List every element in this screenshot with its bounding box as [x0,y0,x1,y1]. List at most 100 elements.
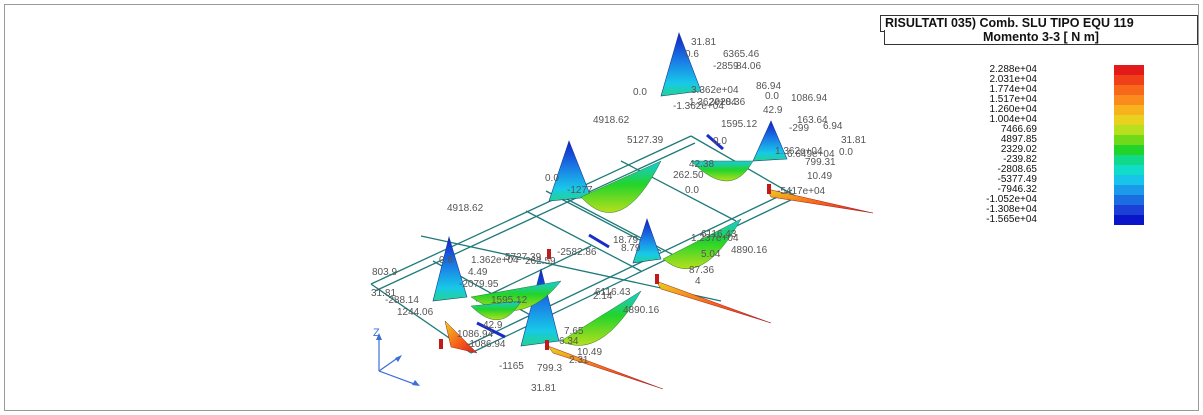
moment-value-label: -1.362e+04 [673,101,724,112]
moment-value-label: 31.81 [841,135,866,146]
moment-value-label: 0.0 [685,185,699,196]
moment-value-label: -1086.94 [466,339,506,350]
moment-value-label: 42.9 [763,105,783,116]
moment-value-label: 1244.06 [397,307,434,318]
moment-value-label: -2582.86 [557,247,597,258]
legend-value: -1.052e+04 [986,194,1037,205]
moment-value-label: 4890.16 [623,305,660,316]
support-marker [547,249,551,259]
moment-cantilever [655,280,772,324]
moment-value-label: 0.0 [713,136,727,147]
moment-value-label: 7.65 [564,326,584,337]
moment-value-label: 1595.12 [721,119,758,130]
moment-value-label: 1595.12 [491,295,528,306]
moment-value-label: -5417e+04 [777,186,826,197]
frame-member [560,195,682,260]
axis-triad: Z [373,327,420,386]
legend-swatch [1114,95,1144,105]
moment-peak [548,140,592,202]
moment-peak [432,235,468,302]
frame-member [470,196,798,354]
moment-value-label: 4918.62 [593,115,630,126]
moment-span [580,160,662,213]
moment-value-label: 31.81 [371,288,396,299]
legend-value: 2329.02 [1000,144,1037,155]
moment-value-label: 6.34 [559,336,579,347]
legend-value: -239.82 [1003,154,1037,165]
legend-swatch [1114,105,1144,115]
moment-value-label: 31.81 [531,383,556,394]
legend-swatch [1114,215,1144,225]
moment-value-label: 6116.43 [701,229,737,240]
moment-value-label: 4890.16 [731,245,768,256]
moment-value-label: 0.6 [439,255,453,266]
legend-value: -5377.49 [997,174,1037,185]
moment-cantilever [547,345,664,390]
moment-value-label: 5127.39 [627,135,664,146]
moment-value-label: 262.50 [673,170,704,181]
legend-value: -7946.32 [997,184,1037,195]
moment-span [470,300,522,321]
legend-value: -1.565e+04 [986,214,1037,225]
legend-value: 1.260e+04 [989,104,1037,115]
moment-value-label: 1.237e+04 [691,233,739,244]
frame-member [374,142,696,292]
moment-value-label: 2.31 [569,355,589,366]
legend-swatch [1114,125,1144,135]
moment-value-label: -288.14 [385,295,419,306]
moment-value-label: 6365.46 [723,49,760,60]
legend-value: 1.774e+04 [989,84,1037,95]
moment-value-label: 2.14 [593,291,613,302]
support-marker [767,184,771,194]
moment-value-label: 18.79 [613,235,638,246]
moment-value-label: 6116.43 [595,287,631,298]
moment-peak [632,218,662,264]
moment-value-label: 86.94 [756,81,781,92]
legend-value: 2.288e+04 [989,64,1037,75]
moment-value-label: 5.04 [701,249,721,260]
legend-swatch [1114,65,1144,75]
moment-peak [752,120,788,162]
moment-value-label: 87.36 [689,265,714,276]
moment-value-label: 0.6 [685,49,699,60]
moment-value-label: 5727.39 [505,252,542,263]
legend-value: 2.031e+04 [989,74,1037,85]
moment-value-label: 1086.94 [457,329,494,340]
legend-value: -2808.65 [997,164,1037,175]
moment-value-label: 6.94 [823,121,843,132]
moment-cantilever [444,320,478,354]
legend-swatch [1114,195,1144,205]
moment-value-label: 10.49 [807,171,832,182]
frame-member [525,210,642,272]
legend-swatch [1114,75,1144,85]
moment-value-label: 84.06 [736,61,761,72]
moment-value-label: 163.64 [797,115,828,126]
legend-swatch [1114,185,1144,195]
moment-value-label: 42.9 [483,320,503,331]
member-arrow [706,133,724,151]
moment-value-label: 1.362e+04 [471,255,519,266]
legend-value: 1.004e+04 [989,114,1037,125]
moment-value-label: -1165 [499,361,524,372]
frame-member [475,245,592,302]
moment-value-label: 42.38 [689,159,714,170]
moment-value-label: 262.59 [525,256,556,267]
moment-peak [660,32,702,97]
moment-value-label: 8.79 [621,243,641,254]
legend-swatch [1114,115,1144,125]
legend-value: -1.308e+04 [986,204,1037,215]
moment-value-label: 799.31 [805,157,836,168]
moment-value-label: -299 [789,123,809,134]
moment-span [470,280,562,311]
moment-span [690,160,754,182]
legend-swatch [1114,85,1144,95]
legend-value: 7466.69 [1000,124,1037,135]
moment-value-label: 6.649e+04 [787,149,835,160]
support-marker [545,340,549,350]
moment-value-label: 0.0 [545,173,559,184]
moment-value-label: 31.81 [691,37,716,48]
moment-value-label: 4 [695,276,701,287]
legend-swatch [1114,165,1144,175]
moment-peak [520,268,560,347]
